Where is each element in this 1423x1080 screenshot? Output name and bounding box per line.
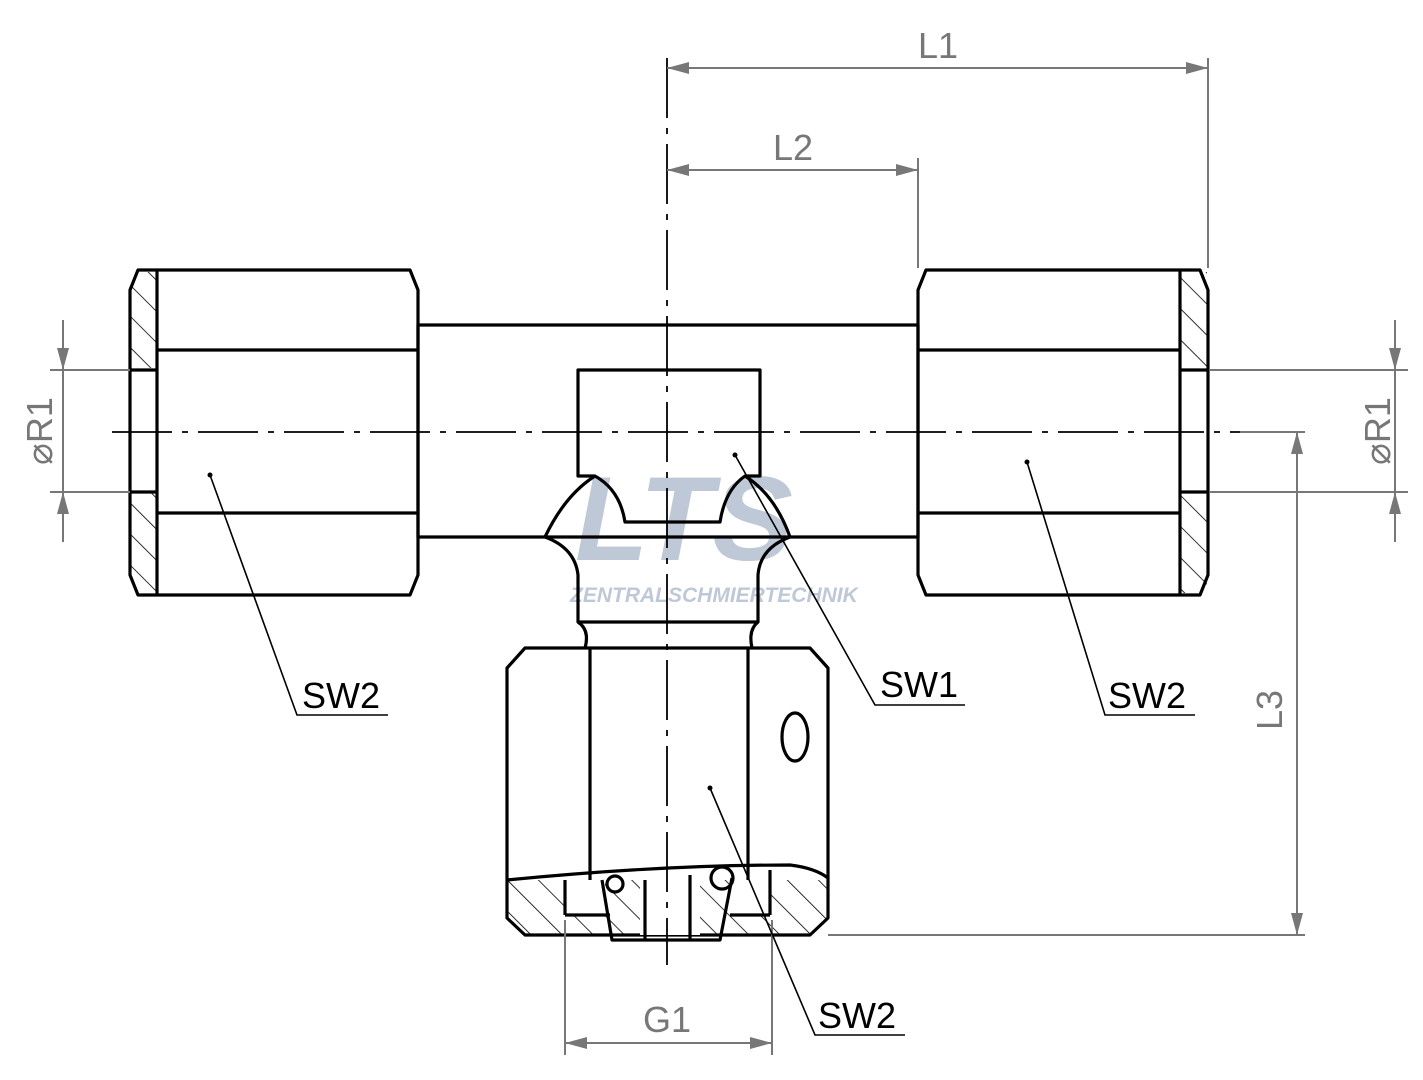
dim-L1: L1	[918, 25, 958, 66]
callout-sw2-left: SW2	[302, 675, 380, 716]
callout-leaders	[207, 452, 1195, 1036]
watermark-subtitle: ZENTRALSCHMIERTECHNIK	[569, 584, 860, 607]
dim-R1-right: ⌀R1	[1357, 397, 1398, 465]
callout-sw2-right: SW2	[1108, 675, 1186, 716]
right-nut	[916, 268, 1210, 597]
dim-G1: G1	[643, 999, 691, 1040]
watermark: LTS ZENTRALSCHMIERTECHNIK	[569, 452, 860, 607]
left-nut	[128, 268, 420, 597]
dimension-lines	[50, 58, 1408, 1055]
inspection-hole-icon	[780, 711, 810, 763]
callout-sw2-bottom: SW2	[818, 995, 896, 1036]
dim-L2: L2	[773, 127, 813, 168]
watermark-logo: LTS	[575, 452, 793, 586]
dim-L3: L3	[1249, 690, 1290, 730]
dim-R1-left: ⌀R1	[19, 397, 60, 465]
callout-sw1: SW1	[880, 664, 958, 705]
